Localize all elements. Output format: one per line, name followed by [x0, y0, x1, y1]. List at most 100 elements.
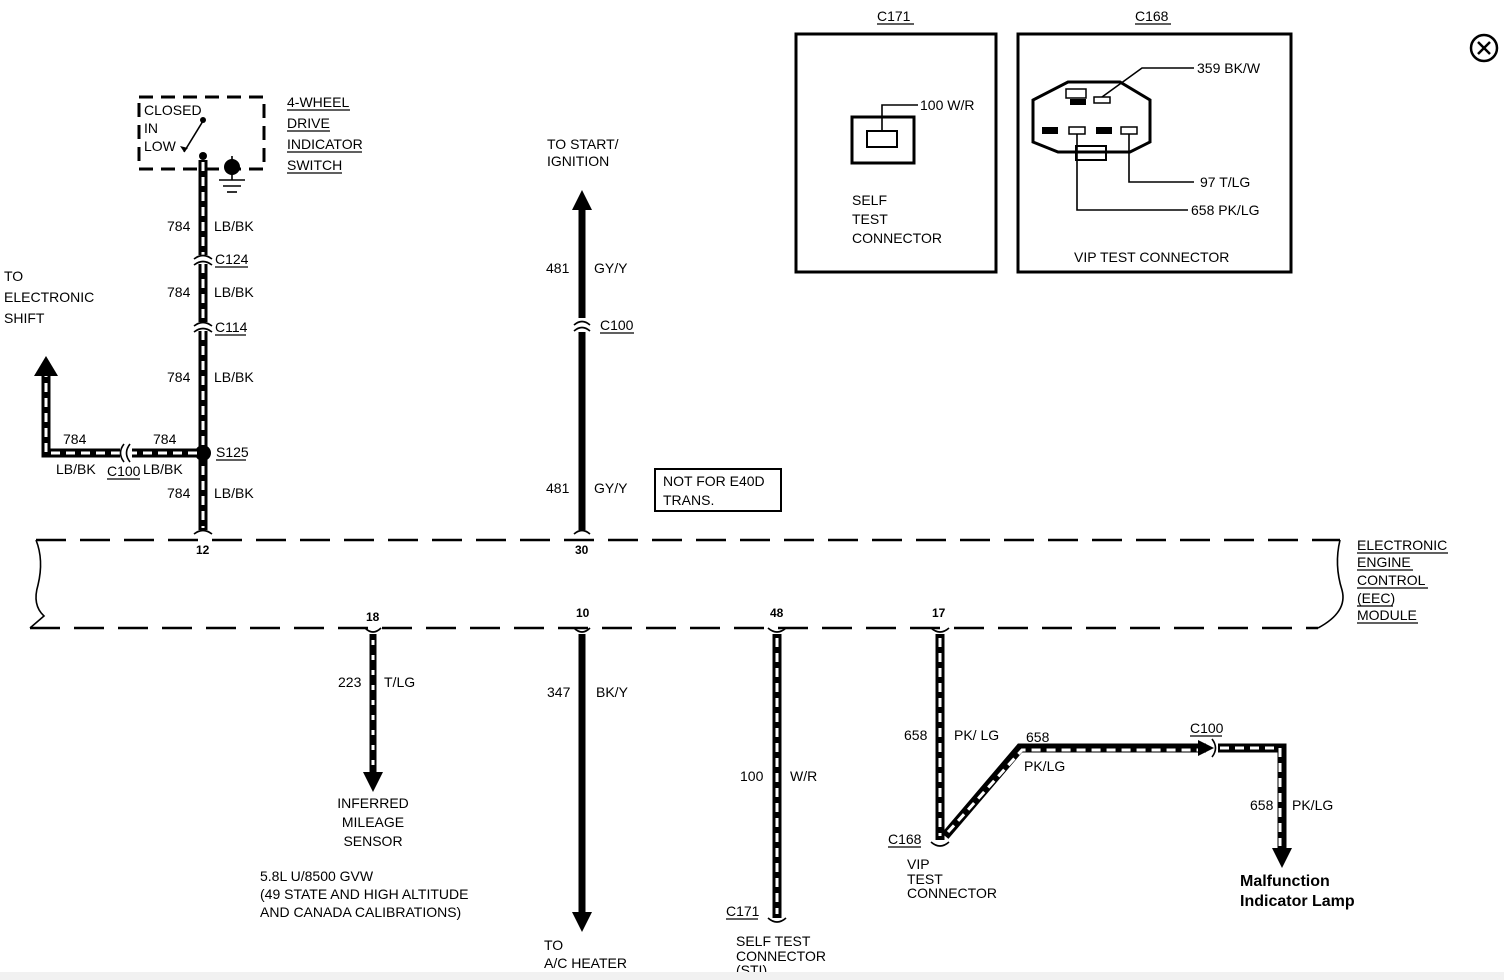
branch-wire-num-b: 784 [153, 431, 177, 447]
pin-17: 17 [932, 606, 946, 620]
wire-481-seg1-num: 481 [546, 260, 570, 276]
to-electronic-shift-line-1: TO [4, 268, 23, 284]
self-test-line-1: SELF TEST [736, 933, 811, 949]
calibration-note-line-2: (49 STATE AND HIGH ALTITUDE [260, 886, 468, 902]
inferred-mileage-line-2: MILEAGE [342, 814, 404, 830]
c171-caption-line-3: CONNECTOR [852, 230, 942, 246]
module-name-line-3: CONTROL [1357, 572, 1426, 588]
wire-658-seg2-num: 658 [1026, 729, 1050, 745]
wire-784-seg3-color: LB/BK [214, 369, 254, 385]
pin-10: 10 [576, 606, 590, 620]
inferred-mileage-line-3: SENSOR [343, 833, 402, 849]
c168-wire-label-97: 97 T/LG [1200, 174, 1250, 190]
module-name-line-4: (EEC) [1357, 590, 1395, 606]
note-line-1: NOT FOR E40D [663, 473, 765, 489]
wire-347 [572, 627, 592, 932]
wire-223-num: 223 [338, 674, 362, 690]
malfunction-lamp-line-1: Malfunction [1240, 873, 1330, 890]
wire-347-num: 347 [547, 684, 571, 700]
wire-658-seg3-color: PK/LG [1292, 797, 1333, 813]
c171-wire-label: 100 W/R [920, 97, 974, 113]
wire-784-seg2-num: 784 [167, 284, 191, 300]
splice-s125-label: S125 [216, 444, 249, 460]
arrow-down-icon [1272, 848, 1292, 868]
wire-784 [193, 160, 213, 535]
note-box [654, 468, 782, 512]
connector-c114: C114 [215, 319, 248, 335]
inferred-mileage-line-1: INFERRED [337, 795, 409, 811]
calibration-note-line-3: AND CANADA CALIBRATIONS) [260, 904, 461, 920]
eec-module-outline [29, 538, 1344, 630]
c171-caption-line-1: SELF [852, 192, 887, 208]
to-start-ignition-line-2: IGNITION [547, 153, 609, 169]
branch-connector-c100: C100 [107, 463, 141, 479]
note-line-2: TRANS. [663, 492, 714, 508]
branch-wire-color-a: LB/BK [56, 461, 96, 477]
switch-state-line-3: LOW [144, 138, 177, 154]
malfunction-lamp-line-2: Indicator Lamp [1240, 893, 1355, 910]
vip-test-line-1: VIP [907, 856, 930, 872]
indicator-switch: CLOSED IN LOW [137, 95, 266, 193]
arrow-down-icon [572, 912, 592, 932]
wire-481-seg2-color: GY/Y [594, 480, 628, 496]
c171-caption-line-2: TEST [852, 211, 888, 227]
branch-wire-color-b: LB/BK [143, 461, 183, 477]
arrow-up-icon [572, 190, 592, 210]
wire-658-seg3-num: 658 [1250, 797, 1274, 813]
connector-c100-481: C100 [600, 317, 634, 333]
wire-100-num: 100 [740, 768, 764, 784]
wire-784-seg1-num: 784 [167, 218, 191, 234]
wire-100-color: W/R [790, 768, 817, 784]
to-electronic-shift-line-2: ELECTRONIC [4, 289, 94, 305]
c171-connector-box: C171 100 W/R SELF TEST CONNECTOR [794, 8, 998, 274]
pin-12: 12 [196, 543, 210, 557]
wire-784-branch [34, 356, 199, 463]
close-circle-icon[interactable] [1469, 33, 1499, 63]
wire-784-seg1-color: LB/BK [214, 218, 254, 234]
vip-test-line-2: TEST [907, 871, 943, 887]
connector-c124: C124 [215, 251, 249, 267]
module-name-line-1: ELECTRONIC [1357, 537, 1447, 553]
wire-784-seg4-color: LB/BK [214, 485, 254, 501]
to-ac-heater-line-2: A/C HEATER [544, 955, 627, 971]
c168-title: C168 [1135, 8, 1169, 24]
c168-connector-box: C168 359 BK/W 97 T/LG 658 PK/LG VIP TEST… [1016, 8, 1293, 274]
switch-state-line-1: CLOSED [144, 102, 202, 118]
c168-wire-label-658: 658 PK/LG [1191, 202, 1260, 218]
c171-title: C171 [877, 8, 911, 24]
connector-c100-658: C100 [1190, 720, 1224, 736]
connector-c168: C168 [888, 831, 922, 847]
pin-30: 30 [575, 543, 589, 557]
self-test-line-2: CONNECTOR [736, 948, 826, 964]
wire-223-color: T/LG [384, 674, 415, 690]
wire-481-seg1-color: GY/Y [594, 260, 628, 276]
wire-658-seg1-num: 658 [904, 727, 928, 743]
calibration-note-line-1: 5.8L U/8500 GVW [260, 868, 374, 884]
arrow-down-icon [363, 772, 383, 792]
wire-100 [767, 627, 787, 923]
to-start-ignition-line-1: TO START/ [547, 136, 619, 152]
branch-wire-num-a: 784 [63, 431, 87, 447]
wire-481-seg2-num: 481 [546, 480, 570, 496]
module-name-line-5: MODULE [1357, 607, 1417, 623]
connector-c171: C171 [726, 903, 760, 919]
switch-name-line-4: SWITCH [287, 157, 342, 173]
arrow-up-icon [34, 356, 58, 376]
wire-658-seg1-color: PK/ LG [954, 727, 999, 743]
wire-658-seg2-color: PK/LG [1024, 758, 1065, 774]
switch-state-line-2: IN [144, 120, 158, 136]
vip-test-line-3: CONNECTOR [907, 885, 997, 901]
module-name-line-2: ENGINE [1357, 554, 1411, 570]
wire-347-color: BK/Y [596, 684, 629, 700]
switch-name-line-2: DRIVE [287, 115, 330, 131]
c168-caption: VIP TEST CONNECTOR [1074, 249, 1229, 265]
pin-48: 48 [770, 606, 784, 620]
wire-784-seg2-color: LB/BK [214, 284, 254, 300]
wire-481 [572, 190, 592, 535]
pin-18: 18 [366, 610, 380, 624]
c168-wire-label-359: 359 BK/W [1197, 60, 1261, 76]
switch-name: 4-WHEEL DRIVE INDICATOR SWITCH [287, 94, 363, 174]
footer-strip [0, 972, 1504, 980]
wire-223 [363, 627, 383, 792]
wire-658 [930, 627, 1292, 868]
